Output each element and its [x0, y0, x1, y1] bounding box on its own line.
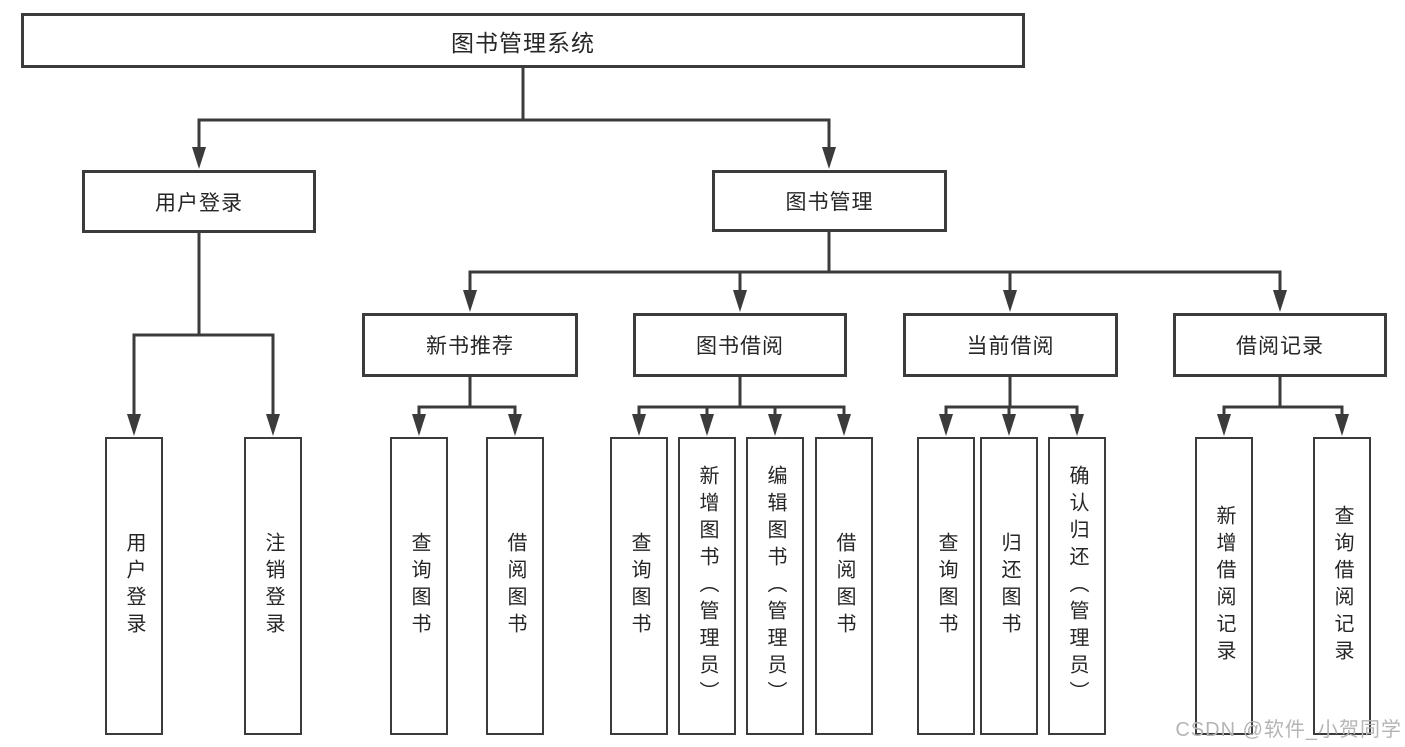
leaf-label: 查询图书	[935, 532, 957, 640]
node-label: 借阅记录	[1236, 335, 1324, 358]
leaf-label: 确认归还（管理员）	[1066, 464, 1088, 708]
leaf-label: 查询图书	[408, 532, 430, 640]
leaf-query-books-2: 查询图书	[610, 437, 668, 735]
leaf-label: 查询图书	[628, 532, 650, 640]
node-label: 图书管理系统	[451, 29, 595, 56]
leaf-label: 查询借阅记录	[1331, 505, 1353, 667]
leaf-label: 借阅图书	[833, 532, 855, 640]
leaf-add-books-admin: 新增图书（管理员）	[678, 437, 736, 735]
csdn-watermark: CSDN @软件_小贺同学	[1175, 719, 1402, 741]
node-label: 图书借阅	[696, 335, 784, 358]
leaf-label: 借阅图书	[504, 532, 526, 640]
node-book-borrowing: 图书借阅	[633, 313, 847, 377]
node-new-book-recommend: 新书推荐	[362, 313, 578, 377]
leaf-query-books-1: 查询图书	[390, 437, 448, 735]
node-label: 新书推荐	[426, 335, 514, 358]
leaf-add-borrow-record: 新增借阅记录	[1195, 437, 1253, 735]
node-system-root: 图书管理系统	[21, 13, 1025, 68]
leaf-query-books-3: 查询图书	[917, 437, 975, 735]
node-user-login: 用户登录	[82, 170, 316, 233]
leaf-edit-books-admin: 编辑图书（管理员）	[746, 437, 804, 735]
node-label: 当前借阅	[966, 335, 1055, 358]
leaf-borrow-books-2: 借阅图书	[815, 437, 873, 735]
leaf-label: 用户登录	[123, 532, 145, 640]
node-book-management: 图书管理	[712, 170, 947, 232]
leaf-logout: 注销登录	[244, 437, 302, 735]
node-label: 用户登录	[155, 191, 243, 215]
leaf-label: 编辑图书（管理员）	[764, 464, 786, 708]
leaf-label: 新增借阅记录	[1213, 505, 1235, 667]
leaf-query-borrow-record: 查询借阅记录	[1313, 437, 1371, 735]
leaf-borrow-books-1: 借阅图书	[486, 437, 544, 735]
leaf-label: 新增图书（管理员）	[696, 464, 718, 708]
leaf-label: 归还图书	[998, 532, 1020, 640]
leaf-user-login: 用户登录	[105, 437, 163, 735]
node-label: 图书管理	[785, 191, 874, 214]
leaf-return-books: 归还图书	[980, 437, 1038, 735]
node-borrowing-records: 借阅记录	[1173, 313, 1387, 377]
leaf-label: 注销登录	[262, 532, 284, 640]
leaf-confirm-return-admin: 确认归还（管理员）	[1048, 437, 1106, 735]
node-current-borrowing: 当前借阅	[903, 313, 1118, 377]
